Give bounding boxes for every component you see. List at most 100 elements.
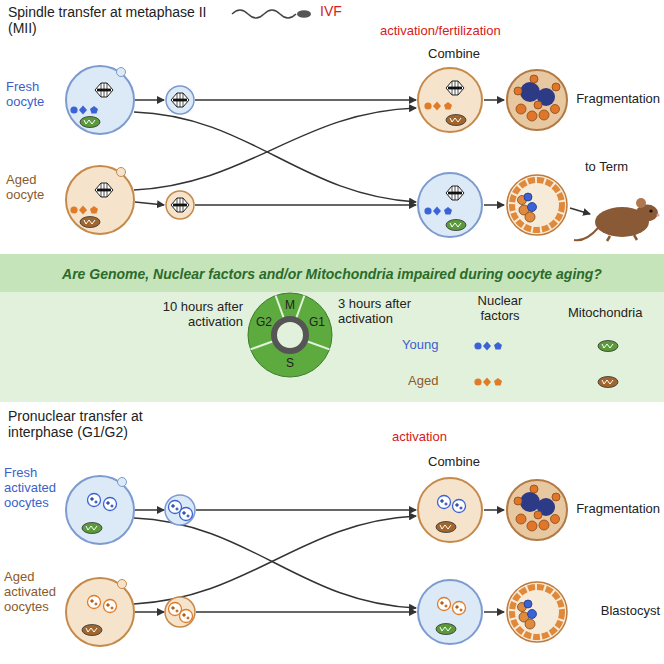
connector-arrows (484, 509, 504, 511)
ivf-label: IVF (320, 3, 360, 19)
legend-symbols (598, 377, 618, 388)
question-text: Are Genome, Nuclear factors and/or Mitoc… (8, 266, 656, 283)
connector-arrows (570, 208, 590, 214)
aged-activated-oocyte (104, 600, 117, 613)
legend-label: Young (402, 338, 462, 353)
fresh-activated-oocyte (88, 494, 101, 507)
outcome-label: to Term (585, 160, 655, 175)
time-label: 10 hours after activation (133, 300, 243, 330)
aged-activated-oocyte (88, 596, 101, 609)
fresh-activated-oocyte (82, 523, 102, 534)
fresh-oocyte (70, 106, 98, 115)
phase-label: S (286, 357, 294, 371)
legend-symbols (474, 342, 502, 351)
oocyte-label: Fresh oocyte (6, 80, 64, 110)
karyoplast (180, 610, 193, 623)
section-title: Pronuclear transfer at interphase (G1/G2… (8, 408, 208, 440)
reconstructed-oocyte (446, 220, 466, 231)
legend-header: Mitochondria (568, 306, 658, 321)
legend-symbols (474, 341, 618, 388)
reconstructed-zygote (418, 478, 482, 542)
karyoplast (165, 597, 195, 627)
connector-arrows (135, 99, 164, 101)
fresh-activated-oocyte (66, 476, 134, 544)
connector-arrows (195, 204, 416, 206)
reconstructed-oocyte (446, 81, 464, 95)
phase-label: G2 (256, 316, 272, 330)
blastocyst (507, 175, 567, 235)
time-label: 3 hours after activation (338, 297, 438, 327)
section-title: Spindle transfer at metaphase II (MII) (8, 4, 208, 36)
cell-cycle (274, 319, 306, 351)
reconstructed-oocyte (446, 115, 466, 126)
fresh-oocyte (66, 66, 134, 134)
reconstructed-oocyte (446, 186, 464, 200)
step-label: Combine (428, 47, 508, 62)
aged-oocyte (66, 166, 134, 234)
connector-arrows (484, 204, 504, 206)
connector-arrows (135, 611, 164, 613)
aged-activated-oocyte (118, 580, 127, 589)
reconstructed-oocyte (424, 207, 452, 216)
aged-oocyte (95, 183, 113, 197)
reconstructed-oocyte (418, 68, 482, 132)
reconstructed-zygote (436, 624, 456, 635)
mouse (607, 235, 637, 241)
cell-cycle (248, 293, 332, 377)
oocyte-label: Aged oocyte (6, 173, 64, 203)
fresh-activated-oocyte (118, 478, 127, 487)
aged-activated-oocyte (66, 578, 134, 646)
reconstructed-zygote (453, 602, 466, 615)
legend-symbols (598, 341, 618, 352)
connector-arrows (484, 611, 504, 613)
fresh-oocyte (117, 68, 126, 77)
reconstructed-oocyte (424, 102, 452, 111)
outcome-label: Blastocyst (601, 604, 660, 619)
karyoplast (165, 495, 195, 525)
reconstructed-oocyte (418, 173, 482, 237)
connector-arrows (484, 99, 504, 101)
oocyte-label: Aged activated oocytes (4, 570, 66, 615)
legend-header: Nuclear factors (465, 294, 535, 324)
fragmented-embryo (507, 70, 567, 130)
aged-activated-oocyte (66, 578, 134, 646)
oocyte-label: Fresh activated oocytes (4, 466, 66, 511)
question-band: Are Genome, Nuclear factors and/or Mitoc… (0, 256, 664, 286)
aged-activated-oocyte (82, 625, 102, 636)
aged-oocyte (70, 206, 98, 215)
sperm (297, 10, 311, 18)
connector-arrows (196, 611, 416, 613)
step-label: Combine (428, 455, 508, 470)
karyoplast (166, 86, 194, 219)
reconstructed-zygote (436, 522, 456, 533)
connector-arrows (134, 112, 416, 202)
aged-oocyte (66, 166, 134, 234)
outcome-label: Fragmentation (576, 502, 660, 517)
mouse (636, 198, 646, 208)
aged-oocyte (80, 217, 100, 228)
reconstructed-zygote (453, 500, 466, 513)
connector-arrows (134, 516, 416, 604)
reconstructed-zygote (418, 478, 482, 644)
fresh-activated-oocyte (66, 476, 134, 544)
karyoplast (165, 495, 195, 627)
karyoplast (171, 93, 189, 107)
legend-symbols (474, 378, 502, 387)
connector-arrows (196, 509, 416, 511)
activation-label: activation (392, 430, 492, 445)
mouse (657, 214, 660, 217)
reconstructed-oocyte (418, 68, 482, 237)
karyoplast (180, 508, 193, 521)
legend-label: Aged (408, 374, 468, 389)
reconstructed-zygote (418, 580, 482, 644)
fresh-activated-oocyte (104, 498, 117, 511)
mouse (649, 209, 652, 212)
question-band (0, 254, 664, 402)
karyoplast (166, 191, 194, 219)
sperm (232, 10, 296, 18)
fresh-oocyte (66, 66, 134, 134)
connector-arrows (195, 99, 416, 101)
sperm (232, 10, 311, 18)
mouse (574, 228, 598, 240)
